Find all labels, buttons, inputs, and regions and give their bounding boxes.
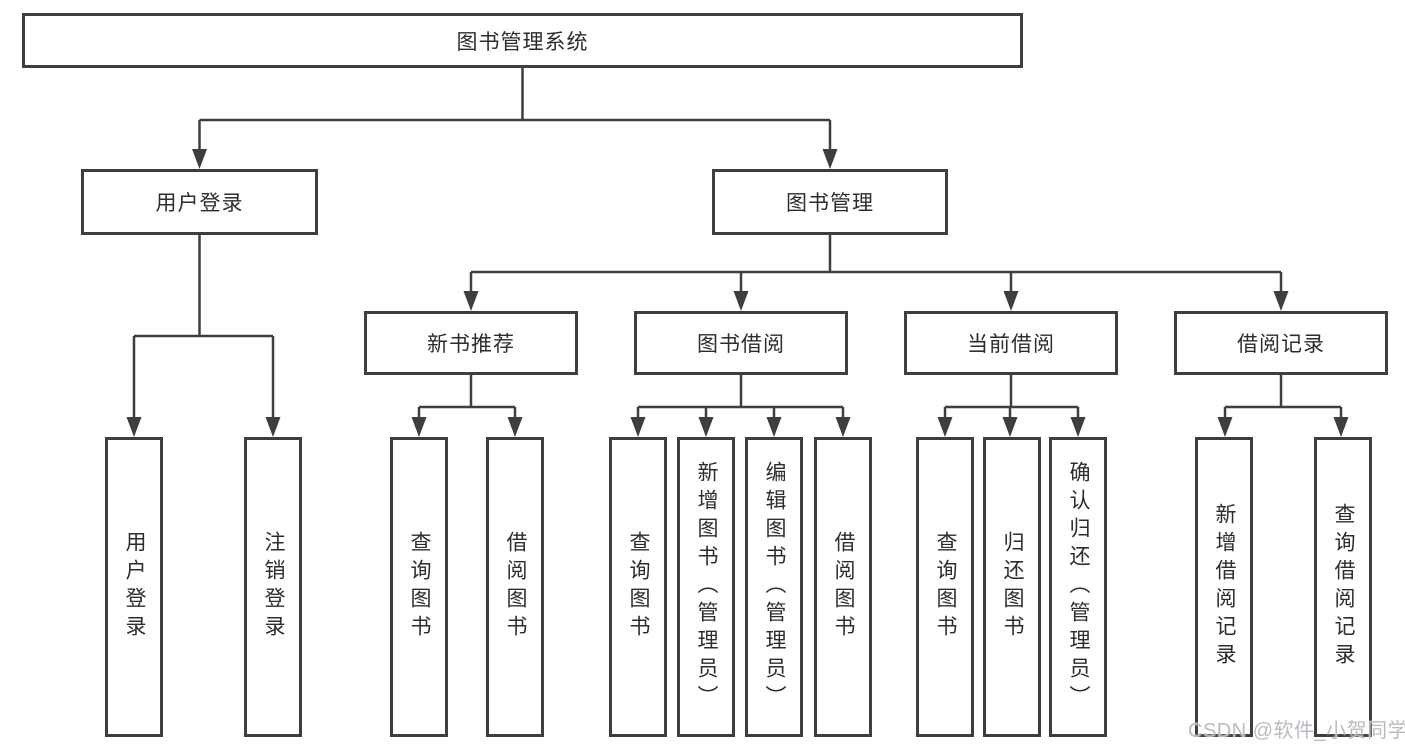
node-leaf-logout: 注销登录 (244, 437, 302, 737)
node-borrow-records: 借阅记录 (1174, 311, 1388, 375)
node-leaf-return-book: 归还图书 (983, 437, 1041, 737)
node-library-system: 图书管理系统 (22, 13, 1023, 68)
node-leaf-query-book-borrow: 查询图书 (609, 437, 667, 737)
node-leaf-query-borrow-record: 查询借阅记录 (1314, 437, 1372, 737)
node-leaf-user-login: 用户登录 (105, 437, 163, 737)
node-leaf-confirm-return-admin: 确认归还（管理员） (1049, 437, 1107, 737)
node-leaf-borrow-book-recommend: 借阅图书 (486, 437, 544, 737)
node-leaf-borrow-book-borrow: 借阅图书 (814, 437, 872, 737)
node-leaf-query-book-recommend: 查询图书 (390, 437, 448, 737)
node-book-borrow: 图书借阅 (634, 311, 848, 375)
node-book-management: 图书管理 (712, 169, 948, 235)
node-leaf-query-book-current: 查询图书 (916, 437, 974, 737)
watermark: CSDN @软件_小贺同学 (1188, 720, 1405, 742)
node-leaf-add-borrow-record: 新增借阅记录 (1195, 437, 1253, 737)
node-leaf-edit-book-admin: 编辑图书（管理员） (745, 437, 803, 737)
node-leaf-add-book-admin: 新增图书（管理员） (677, 437, 735, 737)
node-current-borrow: 当前借阅 (904, 311, 1118, 375)
node-new-book-recommend: 新书推荐 (364, 311, 578, 375)
node-user-login: 用户登录 (81, 169, 318, 235)
